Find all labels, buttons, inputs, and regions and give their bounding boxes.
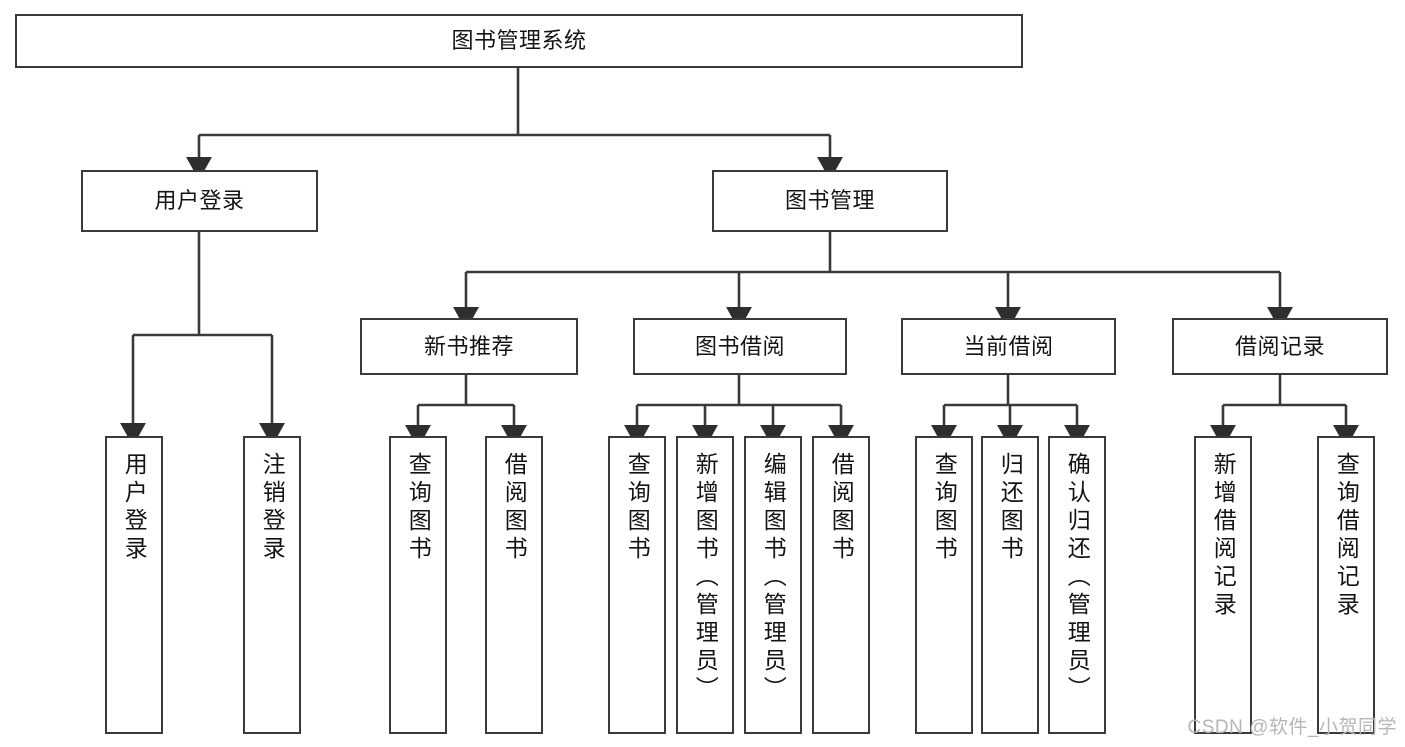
node-leaf-user-login[interactable]: 用户登录 (105, 436, 163, 734)
node-leaf-rec-search-label: 查询借阅记录 (1333, 452, 1360, 620)
node-new-book-rec[interactable]: 新书推荐 (360, 318, 578, 375)
node-current-borrow[interactable]: 当前借阅 (901, 318, 1116, 375)
node-leaf-rec-query-label: 查询图书 (405, 452, 432, 564)
node-book-manage[interactable]: 图书管理 (712, 170, 948, 232)
node-leaf-rec-query[interactable]: 查询图书 (389, 436, 447, 734)
node-current-borrow-label: 当前借阅 (963, 333, 1054, 359)
node-leaf-user-login-label: 用户登录 (121, 452, 148, 564)
node-leaf-rec-borrow-label: 借阅图书 (501, 452, 528, 564)
node-leaf-borrow-add-label: 新增图书（管理员） (692, 452, 719, 704)
node-user-login-label: 用户登录 (154, 188, 245, 214)
node-leaf-borrow-edit[interactable]: 编辑图书（管理员） (744, 436, 802, 734)
node-leaf-cur-query-label: 查询图书 (931, 452, 958, 564)
node-book-borrow[interactable]: 图书借阅 (633, 318, 847, 375)
node-leaf-borrow-query[interactable]: 查询图书 (608, 436, 666, 734)
node-leaf-cur-return-label: 归还图书 (997, 452, 1024, 564)
node-root-label: 图书管理系统 (451, 28, 587, 54)
node-leaf-borrow-edit-label: 编辑图书（管理员） (760, 452, 787, 704)
node-book-borrow-label: 图书借阅 (694, 333, 785, 359)
node-leaf-user-logout-label: 注销登录 (259, 452, 286, 564)
node-leaf-cur-query[interactable]: 查询图书 (915, 436, 973, 734)
node-leaf-rec-add[interactable]: 新增借阅记录 (1194, 436, 1252, 734)
node-leaf-borrow-add[interactable]: 新增图书（管理员） (676, 436, 734, 734)
node-root[interactable]: 图书管理系统 (15, 14, 1023, 68)
node-book-manage-label: 图书管理 (784, 188, 875, 214)
node-leaf-rec-search[interactable]: 查询借阅记录 (1317, 436, 1375, 734)
node-leaf-user-logout[interactable]: 注销登录 (243, 436, 301, 734)
node-borrow-record[interactable]: 借阅记录 (1172, 318, 1388, 375)
node-leaf-borrow-do-label: 借阅图书 (828, 452, 855, 564)
csdn-watermark: CSDN @软件_小贺同学 (1187, 717, 1397, 738)
node-new-book-rec-label: 新书推荐 (423, 333, 514, 359)
node-leaf-borrow-query-label: 查询图书 (624, 452, 651, 564)
node-leaf-rec-add-label: 新增借阅记录 (1210, 452, 1237, 620)
node-leaf-borrow-do[interactable]: 借阅图书 (812, 436, 870, 734)
node-leaf-rec-borrow[interactable]: 借阅图书 (485, 436, 543, 734)
node-leaf-cur-return[interactable]: 归还图书 (981, 436, 1039, 734)
node-user-login[interactable]: 用户登录 (81, 170, 318, 232)
node-borrow-record-label: 借阅记录 (1234, 333, 1325, 359)
node-leaf-cur-confirm-label: 确认归还（管理员） (1064, 452, 1091, 704)
node-leaf-cur-confirm[interactable]: 确认归还（管理员） (1048, 436, 1106, 734)
